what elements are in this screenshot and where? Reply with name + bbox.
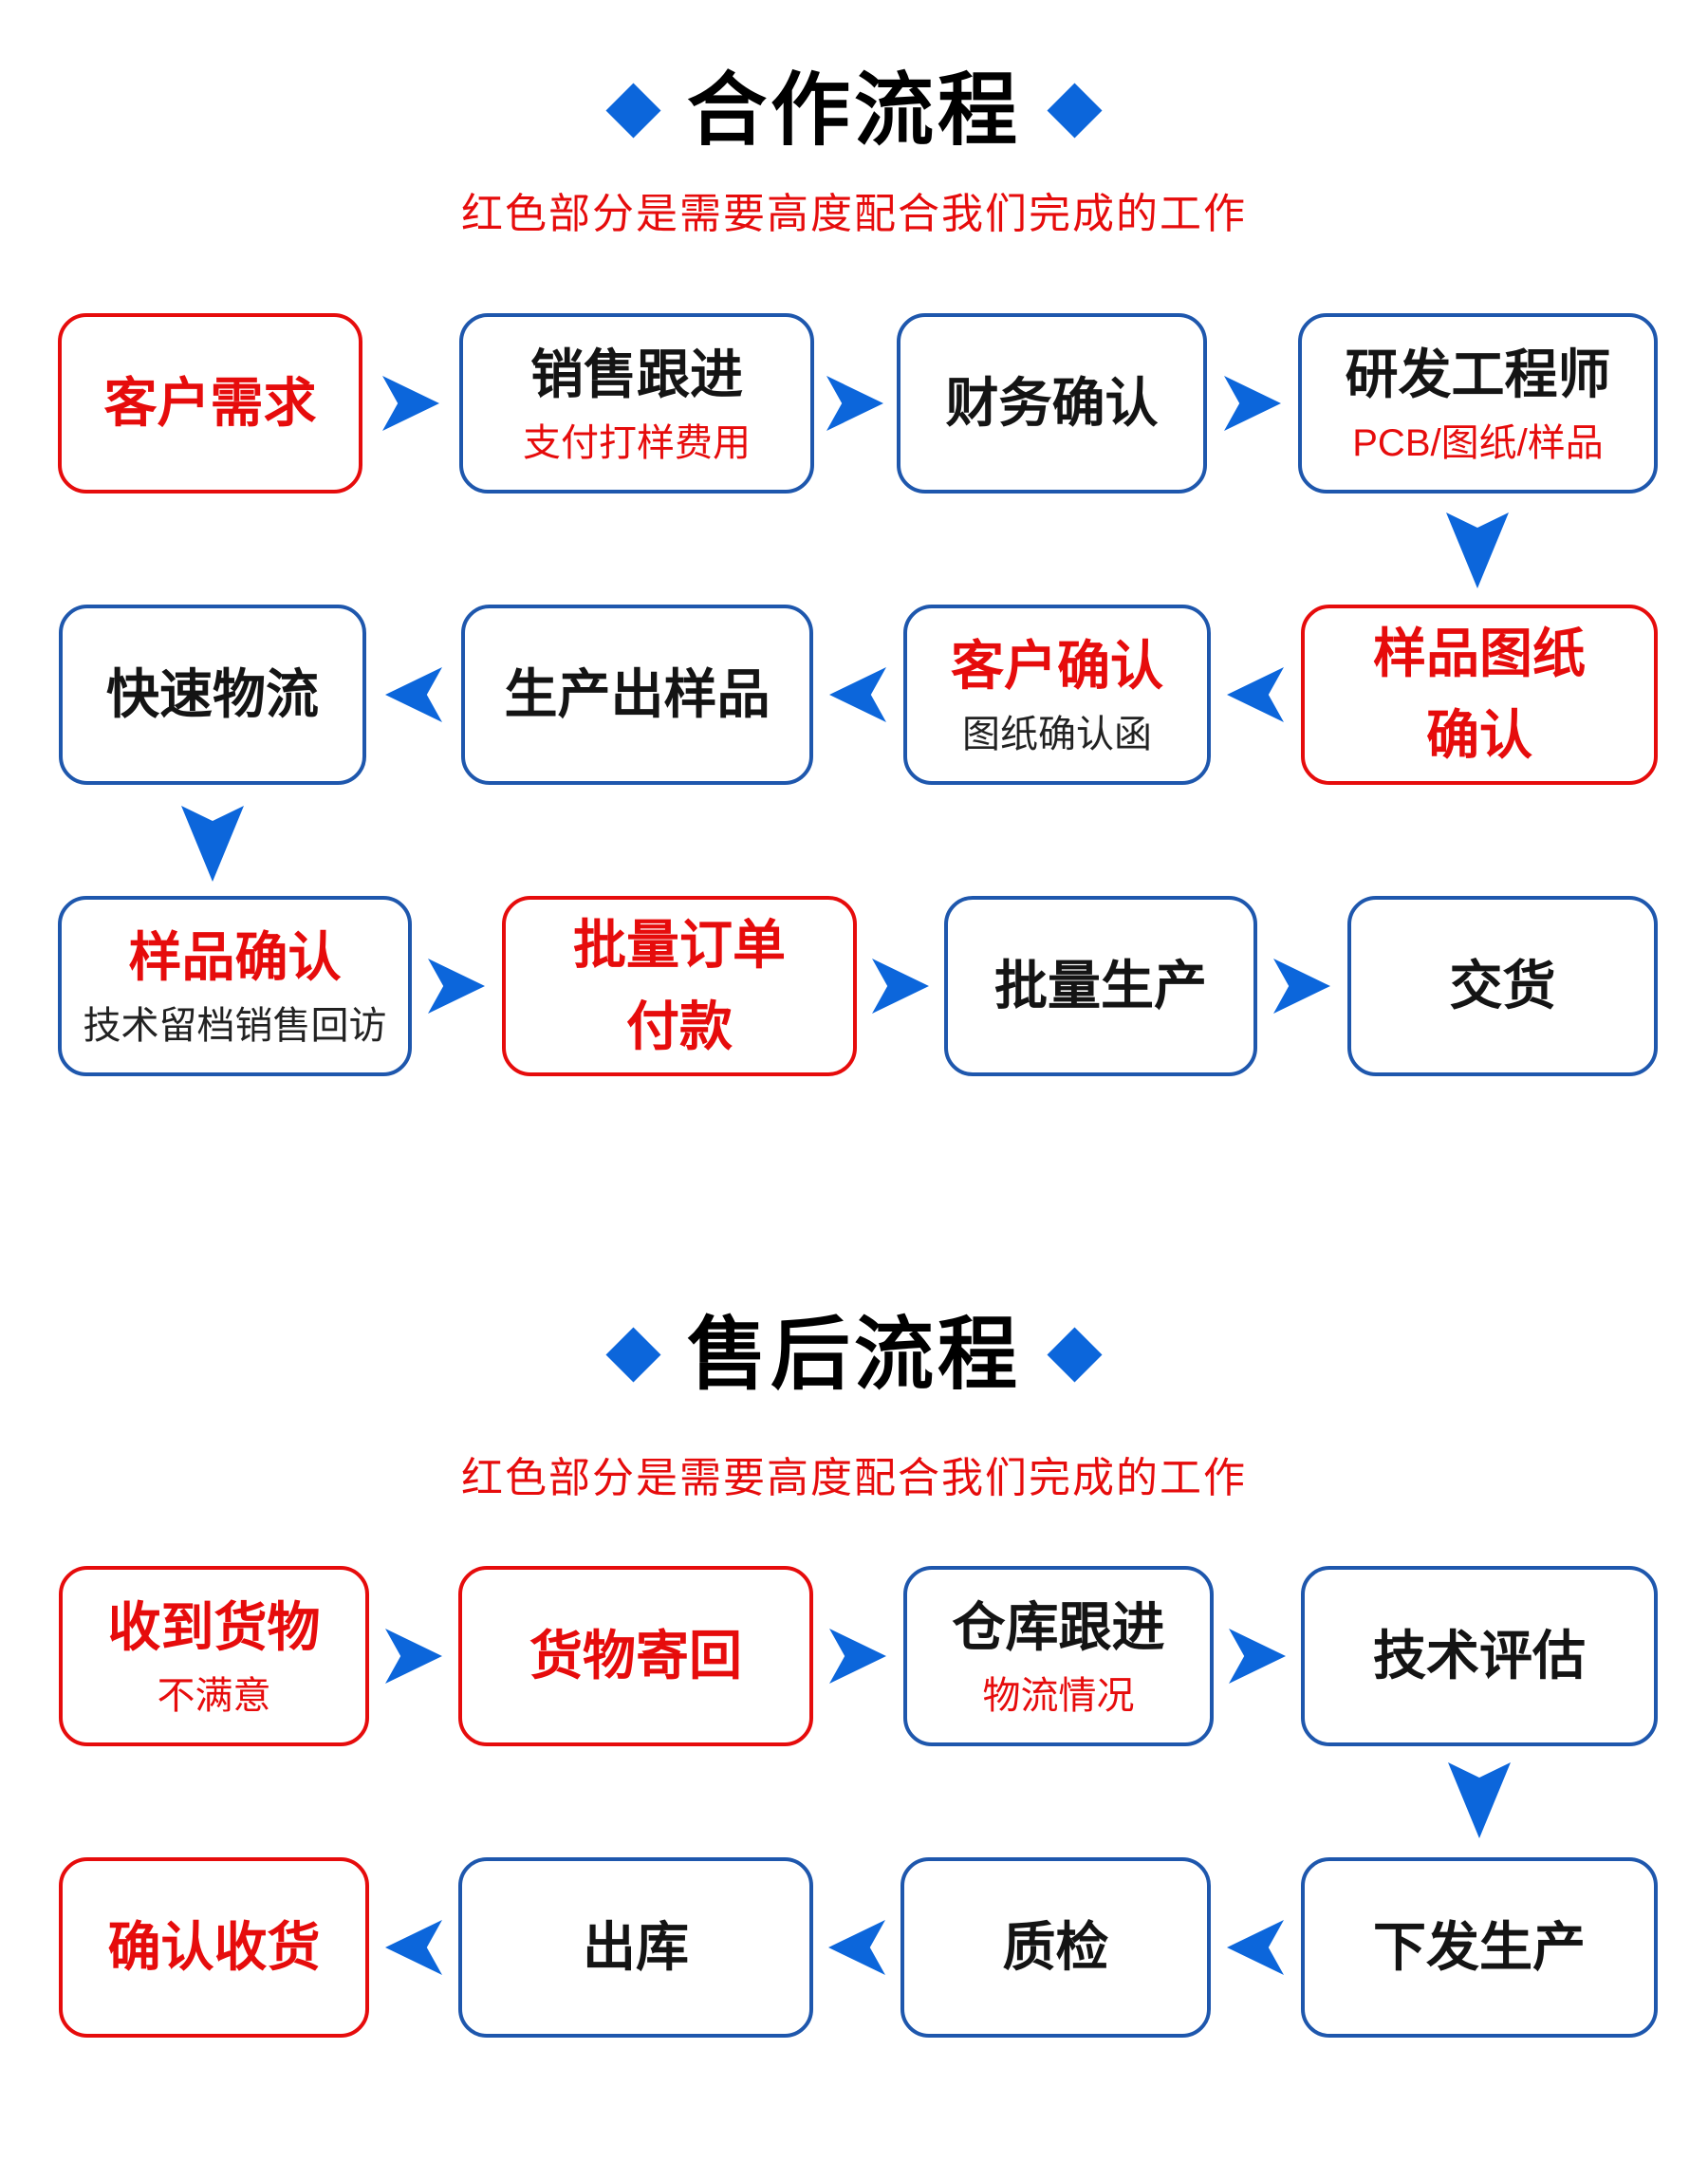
arrow-right-icon [1229,1629,1286,1684]
box-out-of-warehouse: 出库 [458,1857,813,2038]
box-subtitle: 支付打样费用 [523,421,751,464]
arrow-right-icon [382,376,439,431]
box-title: 货物寄回 [529,1626,742,1686]
box-bulk-order-payment: 批量订单 付款 [502,896,857,1076]
box-produce-sample: 生产出样品 [461,605,813,785]
box-subtitle: 技术留档销售回访 [83,1004,387,1047]
section1-title: 合作流程 [686,65,1021,155]
box-fast-logistics: 快速物流 [59,605,366,785]
box-title: 技术评估 [1373,1626,1586,1686]
box-title: 样品确认 [128,927,342,988]
box-sample-confirm: 样品确认 技术留档销售回访 [58,896,412,1076]
arrow-right-icon [872,959,929,1014]
box-subtitle: PCB/图纸/样品 [1352,421,1604,464]
box-title: 交货 [1449,956,1556,1016]
section1-subtitle: 红色部分是需要高度配合我们完成的工作 [461,191,1247,237]
diamond-icon [605,83,661,138]
arrow-right-icon [829,1629,886,1684]
box-title-line1: 批量订单 [573,915,786,975]
box-title: 批量生产 [994,956,1207,1016]
box-title: 出库 [583,1917,689,1978]
arrow-right-icon [428,959,485,1014]
arrow-left-icon [829,667,886,722]
arrow-left-icon [828,1920,885,1975]
box-title-line2: 确认 [1426,705,1532,765]
arrow-right-icon [385,1629,442,1684]
box-goods-return: 货物寄回 [458,1566,813,1746]
arrow-down-icon [181,806,244,882]
arrow-right-icon [1224,376,1281,431]
box-title: 质检 [1002,1917,1109,1978]
section1-title-row: 合作流程 [0,70,1708,150]
box-warehouse-follow-up: 仓库跟进 物流情况 [903,1566,1214,1746]
box-mass-production: 批量生产 [944,896,1257,1076]
box-title: 财务确认 [945,373,1159,434]
box-customer-confirm: 客户确认 图纸确认函 [903,605,1211,785]
arrow-right-icon [826,376,883,431]
diamond-icon [1047,83,1103,138]
box-subtitle: 图纸确认函 [962,713,1152,755]
box-customer-demand: 客户需求 [58,313,362,494]
box-title-line2: 付款 [626,997,733,1056]
arrow-left-icon [385,1920,442,1975]
diamond-icon [1047,1327,1103,1382]
box-title: 生产出样品 [504,664,770,725]
box-title: 确认收货 [107,1917,321,1978]
arrow-left-icon [1227,667,1284,722]
box-title: 客户需求 [103,373,317,434]
box-title: 客户确认 [951,636,1163,697]
section2-subtitle: 红色部分是需要高度配合我们完成的工作 [461,1455,1247,1501]
box-subtitle: 不满意 [157,1674,271,1717]
box-sales-follow-up: 销售跟进 支付打样费用 [459,313,814,494]
arrow-down-icon [1448,1762,1511,1838]
arrow-left-icon [385,667,442,722]
box-subtitle: 物流情况 [982,1674,1135,1717]
box-sample-drawing-confirm: 样品图纸 确认 [1301,605,1658,785]
box-delivery: 交货 [1347,896,1658,1076]
box-title: 快速物流 [106,664,319,725]
arrow-left-icon [1227,1920,1284,1975]
box-title: 收到货物 [107,1597,321,1658]
box-goods-received: 收到货物 不满意 [59,1566,369,1746]
box-title-line1: 样品图纸 [1373,624,1586,683]
box-issue-production: 下发生产 [1301,1857,1658,2038]
box-finance-confirm: 财务确认 [897,313,1207,494]
box-title: 销售跟进 [530,345,743,405]
box-title: 下发生产 [1373,1917,1586,1978]
box-title: 研发工程师 [1345,345,1611,405]
arrow-down-icon [1446,512,1509,588]
arrow-right-icon [1273,959,1330,1014]
box-rd-engineer: 研发工程师 PCB/图纸/样品 [1298,313,1658,494]
section2-title-row: 售后流程 [0,1314,1708,1394]
diamond-icon [605,1327,661,1382]
box-technical-evaluation: 技术评估 [1301,1566,1658,1746]
box-quality-inspection: 质检 [900,1857,1211,2038]
section2-title: 售后流程 [686,1310,1021,1399]
box-confirm-receipt: 确认收货 [59,1857,369,2038]
box-title: 仓库跟进 [952,1597,1165,1658]
